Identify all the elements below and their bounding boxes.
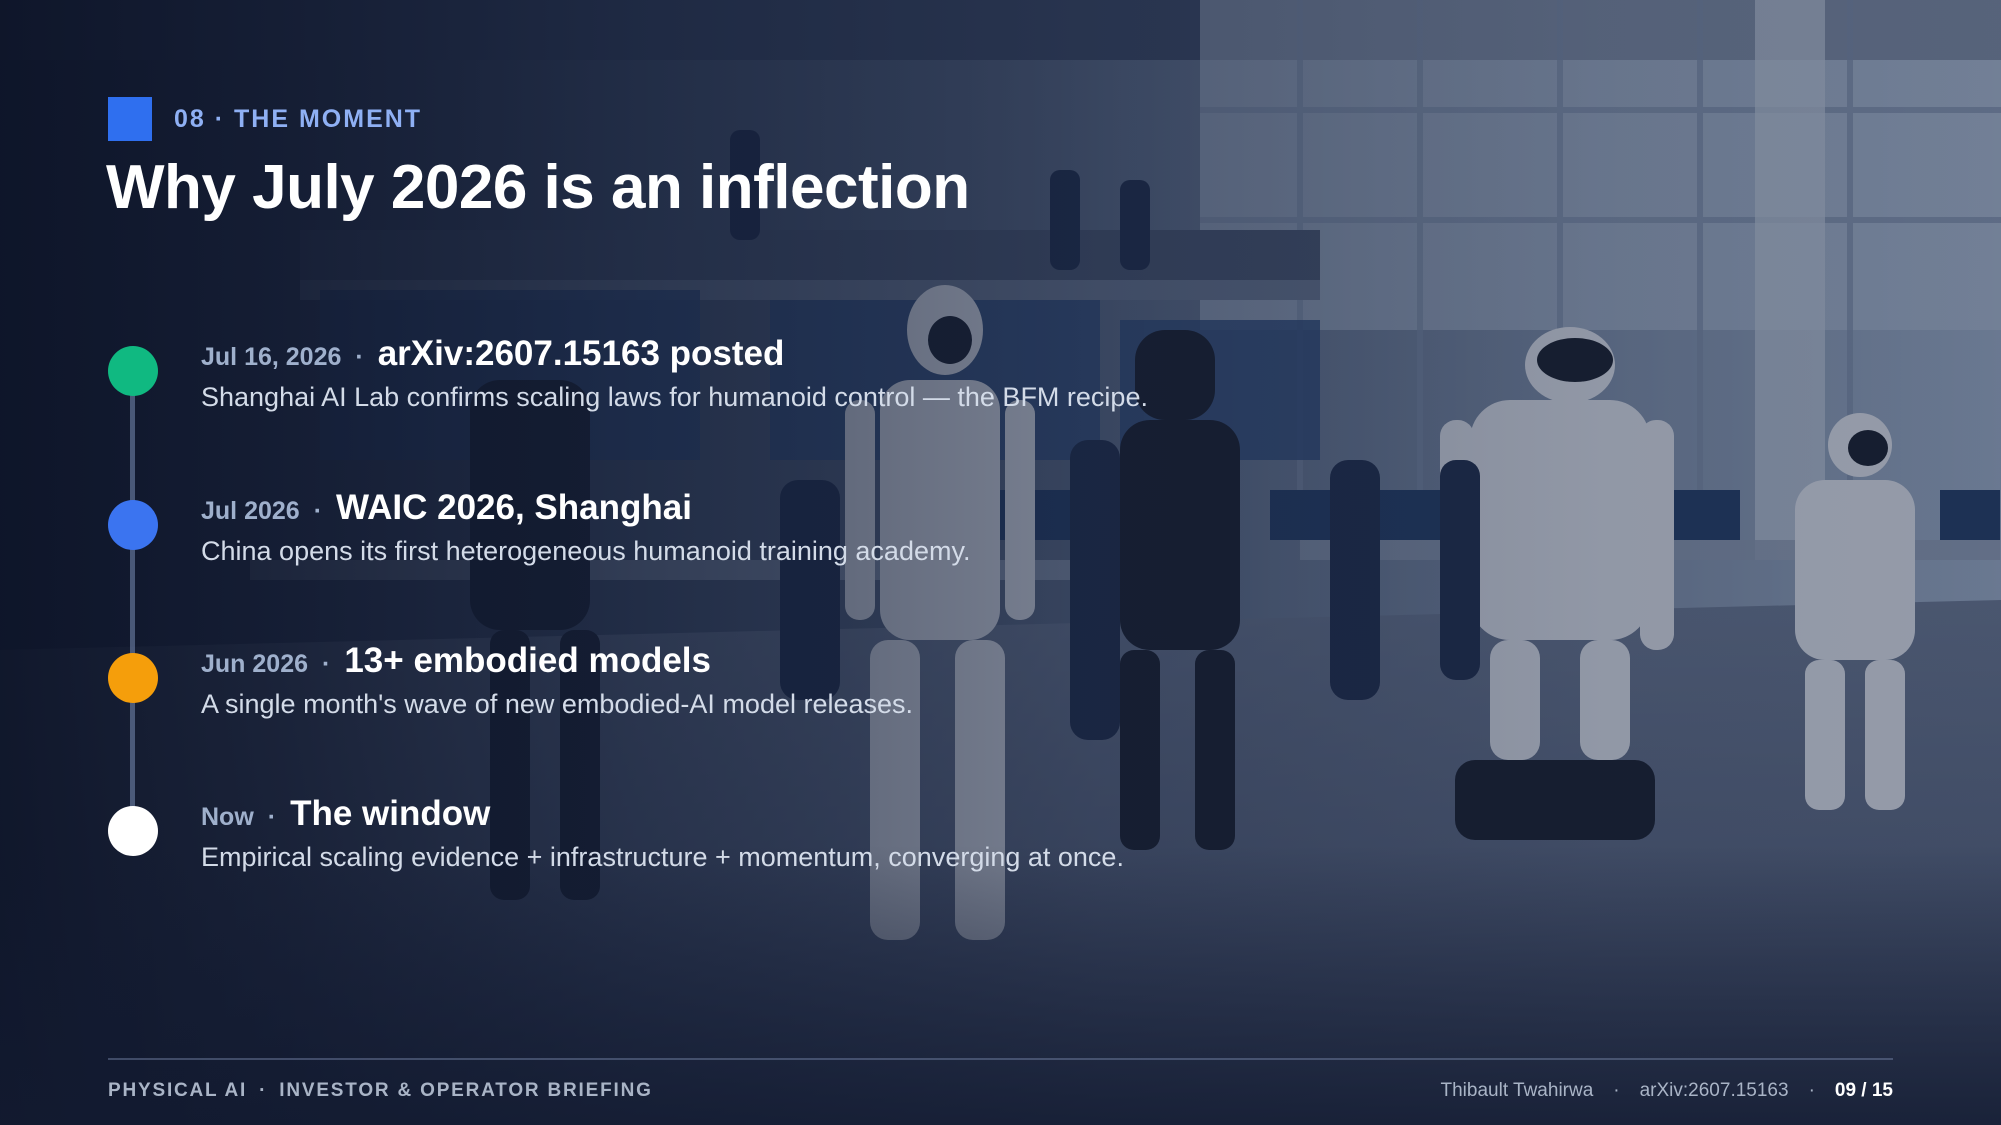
background-bottom-fade	[0, 845, 2001, 1125]
accent-square-icon	[108, 97, 152, 141]
footer-divider	[108, 1058, 1893, 1060]
footer-brand: PHYSICAL AI	[108, 1080, 248, 1101]
footer-separator: ·	[259, 1080, 268, 1101]
orange-dot-icon	[108, 653, 158, 703]
event-header: Now · The window	[201, 794, 490, 834]
footer-deck-label: PHYSICAL AI · INVESTOR & OPERATOR BRIEFING	[108, 1080, 653, 1102]
footer-separator: ·	[1808, 1080, 1815, 1101]
footer-deck-type: INVESTOR & OPERATOR BRIEFING	[279, 1080, 653, 1101]
timeline-event-arxiv: Jul 16, 2026 · arXiv:2607.15163 posted S…	[108, 334, 1408, 456]
event-title: 13+ embodied models	[344, 641, 711, 680]
event-separator: ·	[355, 343, 364, 371]
footer-author: Thibault Twahirwa	[1440, 1080, 1594, 1101]
event-date: Now	[201, 803, 254, 831]
event-separator: ·	[313, 497, 323, 525]
event-date: Jul 2026	[201, 497, 300, 525]
timeline-event-embodied-models: Jun 2026 · 13+ embodied models A single …	[108, 641, 1408, 763]
footer-separator: ·	[1613, 1080, 1620, 1101]
footer-meta: Thibault Twahirwa · arXiv:2607.15163 · 0…	[1441, 1080, 1894, 1102]
event-separator: ·	[267, 803, 277, 831]
event-header: Jul 2026 · WAIC 2026, Shanghai	[201, 488, 692, 528]
event-title: arXiv:2607.15163 posted	[377, 334, 785, 373]
event-title: WAIC 2026, Shanghai	[336, 488, 692, 527]
event-date: Jun 2026	[201, 650, 309, 678]
event-separator: ·	[322, 650, 331, 678]
slide-title: Why July 2026 is an inflection	[106, 153, 970, 222]
timeline-event-window: Now · The window Empirical scaling evide…	[108, 794, 1408, 916]
section-label: 08 · THE MOMENT	[174, 104, 423, 133]
page-number: 09 / 15	[1834, 1080, 1893, 1101]
white-dot-icon	[108, 806, 158, 856]
event-title: The window	[290, 794, 491, 833]
timeline-connector	[130, 370, 135, 830]
event-description: Shanghai AI Lab confirms scaling laws fo…	[201, 382, 1148, 412]
event-header: Jul 16, 2026 · arXiv:2607.15163 posted	[201, 334, 784, 374]
section-eyebrow: 08 · THE MOMENT	[108, 97, 422, 141]
green-dot-icon	[108, 346, 158, 396]
blue-dot-icon	[108, 500, 158, 550]
event-description: A single month's wave of new embodied-AI…	[201, 689, 914, 719]
event-header: Jun 2026 · 13+ embodied models	[201, 641, 711, 681]
event-date: Jul 16, 2026	[201, 343, 342, 371]
event-description: China opens its first heterogeneous huma…	[201, 536, 971, 566]
event-description: Empirical scaling evidence + infrastruct…	[201, 842, 1124, 872]
timeline-event-waic: Jul 2026 · WAIC 2026, Shanghai China ope…	[108, 488, 1408, 610]
footer-paper-id: arXiv:2607.15163	[1639, 1080, 1789, 1101]
